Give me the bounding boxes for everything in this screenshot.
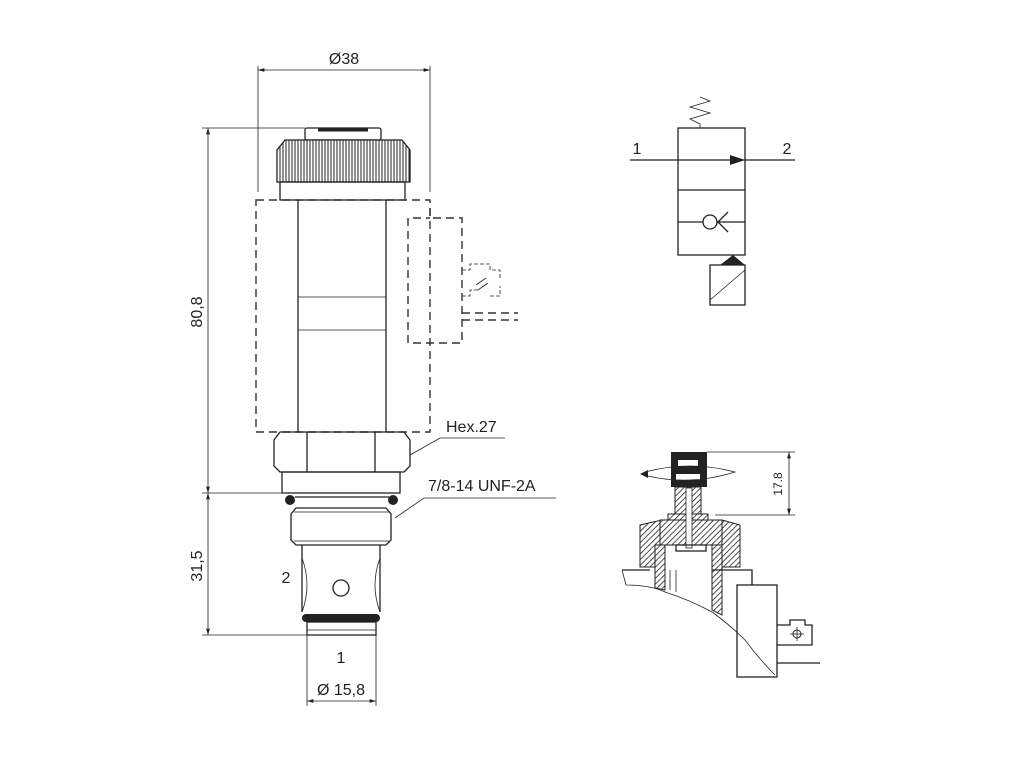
- coil-outline: [255, 199, 431, 433]
- dimension-overall-length: 80,8: [189, 127, 305, 494]
- callout-hex: Hex.27: [409, 419, 505, 456]
- svg-text:Ø 15,8: Ø 15,8: [317, 682, 365, 699]
- svg-text:Ø38: Ø38: [329, 51, 359, 68]
- port-1-label: 1: [337, 650, 346, 667]
- symbol-port-1: 1: [633, 141, 642, 158]
- connector-outline: [407, 208, 518, 344]
- callout-thread: 7/8-14 UNF-2A: [394, 478, 556, 519]
- svg-text:Hex.27: Hex.27: [446, 419, 497, 436]
- adjustment-knob: [276, 127, 411, 201]
- svg-text:7/8-14 UNF-2A: 7/8-14 UNF-2A: [428, 478, 536, 495]
- hydraulic-symbol: 1 2: [630, 96, 795, 306]
- dimension-top-diameter: Ø38: [257, 51, 431, 192]
- dimension-cartridge-length: 31,5: [189, 493, 307, 636]
- svg-text:17.8: 17.8: [771, 472, 785, 496]
- dimension-bottom-diameter: Ø 15,8: [306, 635, 377, 706]
- port-2-label: 2: [282, 570, 291, 587]
- svg-text:31,5: 31,5: [189, 550, 206, 581]
- hex-nut: [273, 431, 411, 494]
- dimension-knob-height: 17.8: [707, 451, 795, 516]
- cartridge-body: [285, 495, 398, 636]
- section-view: [621, 452, 820, 678]
- svg-text:80,8: 80,8: [189, 296, 206, 327]
- symbol-port-2: 2: [783, 141, 792, 158]
